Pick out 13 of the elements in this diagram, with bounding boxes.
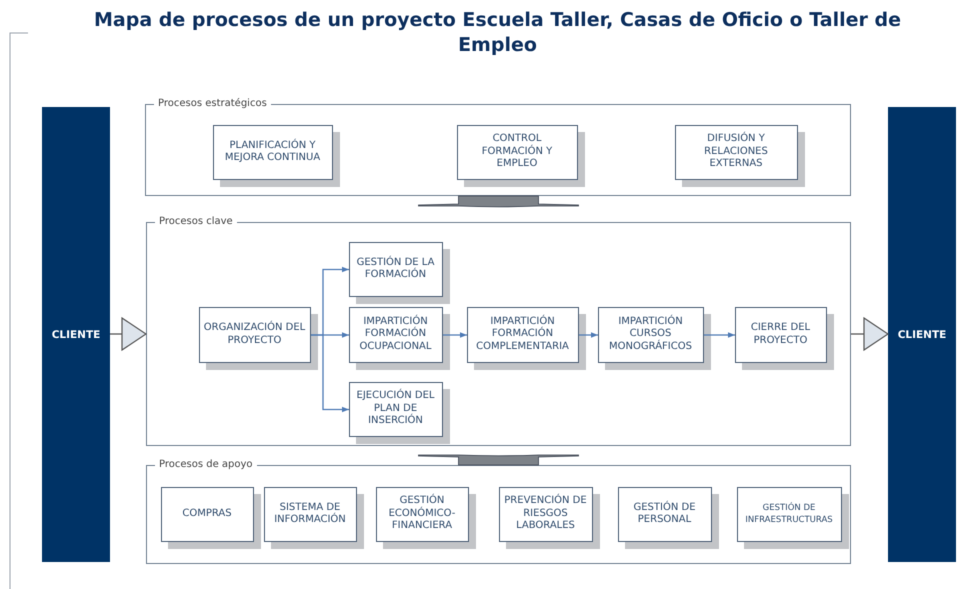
arrow <box>443 332 467 338</box>
group-label: Procesos estratégicos <box>154 97 271 111</box>
client-bar: CLIENTE <box>888 107 956 562</box>
arrow <box>311 334 349 412</box>
arrow <box>110 317 147 351</box>
arrow <box>704 332 735 338</box>
group-label: Procesos de apoyo <box>155 458 257 472</box>
client-bar: CLIENTE <box>42 107 110 562</box>
connector-tab <box>418 454 579 466</box>
connector-tab <box>418 196 579 208</box>
diagram-title: Mapa de procesos de un proyecto Escuela Taller, Casas de Oficio o Taller de Empleo <box>93 8 902 58</box>
arrow <box>851 317 889 351</box>
arrow <box>579 332 598 338</box>
